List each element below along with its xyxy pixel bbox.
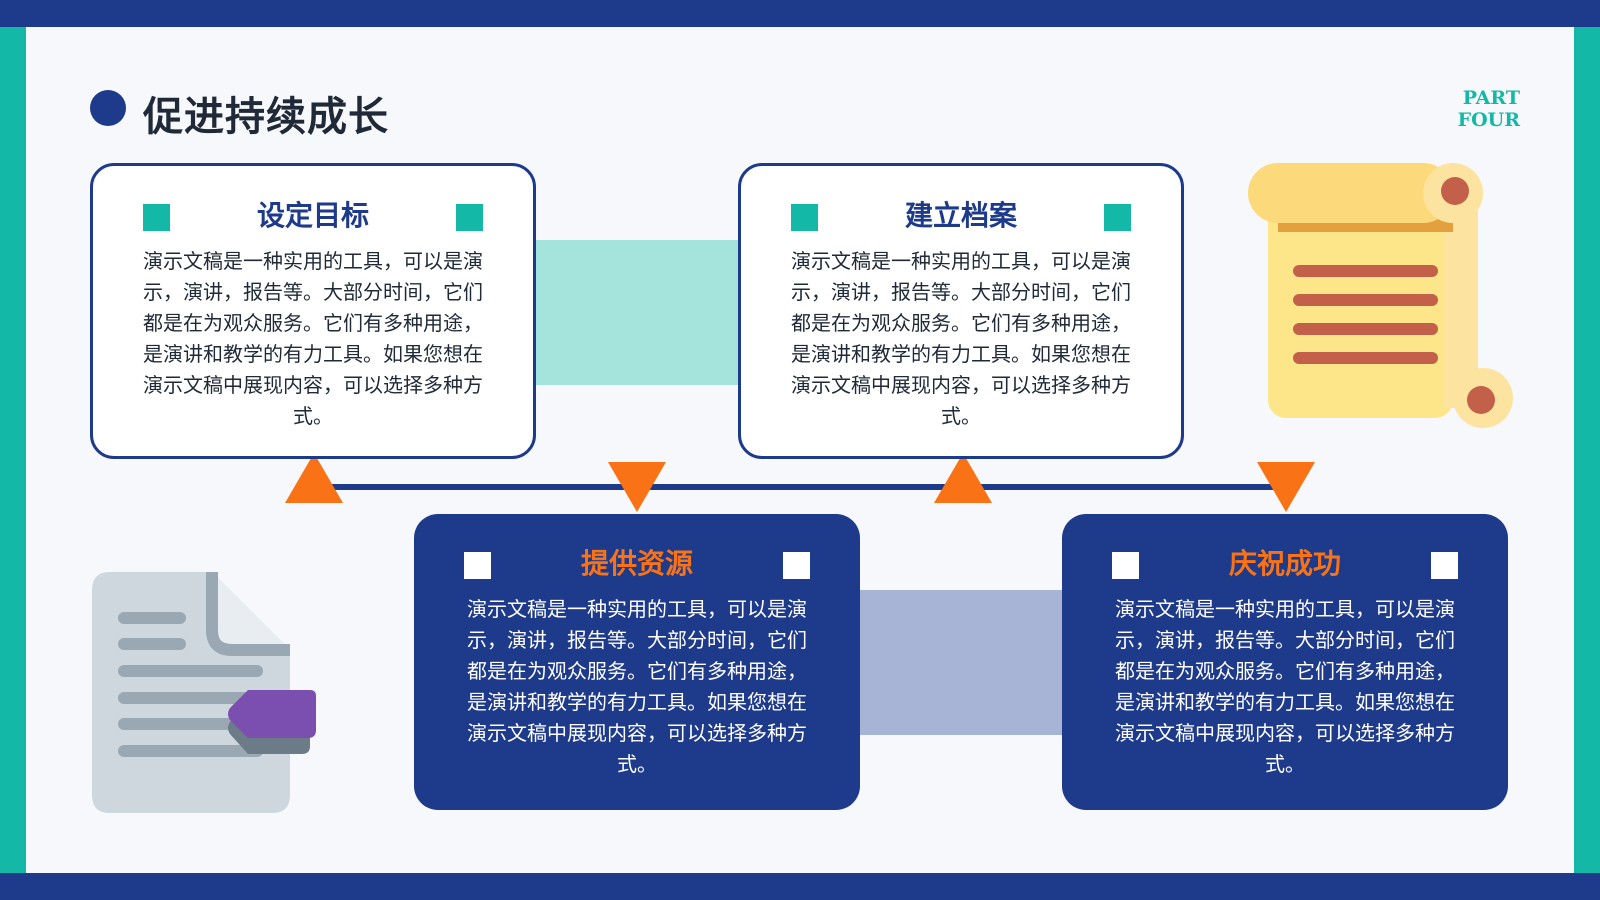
card-body: 演示文稿是一种实用的工具，可以是演示，演讲，报告等。大部分时间，它们都是在为观众… bbox=[467, 597, 807, 776]
connector-block-top bbox=[535, 240, 740, 385]
card-square-left bbox=[1112, 552, 1139, 579]
triangle-down-marker-2 bbox=[608, 462, 666, 512]
card-title: 建立档案 bbox=[904, 199, 1017, 232]
card-body: 演示文稿是一种实用的工具，可以是演示，演讲，报告等。大部分时间，它们都是在为观众… bbox=[143, 249, 483, 428]
card-title: 设定目标 bbox=[256, 199, 369, 232]
card-title: 提供资源 bbox=[580, 547, 693, 580]
card-square-right bbox=[456, 204, 483, 231]
right-border bbox=[1574, 27, 1600, 873]
card-square-right bbox=[1431, 552, 1458, 579]
document-icon bbox=[90, 570, 320, 815]
card-body: 演示文稿是一种实用的工具，可以是演示，演讲，报告等。大部分时间，它们都是在为观众… bbox=[1115, 597, 1455, 776]
card-square-left bbox=[143, 204, 170, 231]
card-title: 庆祝成功 bbox=[1228, 547, 1341, 580]
card-provide-resources: 提供资源 演示文稿是一种实用的工具，可以是演示，演讲，报告等。大部分时间，它们都… bbox=[414, 514, 860, 810]
card-body: 演示文稿是一种实用的工具，可以是演示，演讲，报告等。大部分时间，它们都是在为观众… bbox=[791, 249, 1131, 428]
card-square-right bbox=[1104, 204, 1131, 231]
card-square-left bbox=[464, 552, 491, 579]
left-border bbox=[0, 27, 26, 873]
part-label: PART FOUR bbox=[1457, 87, 1520, 131]
connector-block-bottom bbox=[860, 590, 1065, 735]
card-square-right bbox=[783, 552, 810, 579]
triangle-down-marker-4 bbox=[1257, 462, 1315, 512]
top-border bbox=[0, 0, 1600, 27]
bottom-border bbox=[0, 873, 1600, 900]
scroll-icon bbox=[1248, 163, 1513, 428]
page-title: 促进持续成长 bbox=[143, 94, 389, 140]
triangle-up-marker-3 bbox=[934, 453, 992, 503]
card-square-left bbox=[791, 204, 818, 231]
card-set-goals: 设定目标 演示文稿是一种实用的工具，可以是演示，演讲，报告等。大部分时间，它们都… bbox=[90, 163, 536, 459]
timeline-line bbox=[310, 484, 1285, 490]
title-bullet-dot bbox=[90, 90, 126, 126]
card-celebrate-success: 庆祝成功 演示文稿是一种实用的工具，可以是演示，演讲，报告等。大部分时间，它们都… bbox=[1062, 514, 1508, 810]
card-build-archive: 建立档案 演示文稿是一种实用的工具，可以是演示，演讲，报告等。大部分时间，它们都… bbox=[738, 163, 1184, 459]
triangle-up-marker-1 bbox=[285, 453, 343, 503]
